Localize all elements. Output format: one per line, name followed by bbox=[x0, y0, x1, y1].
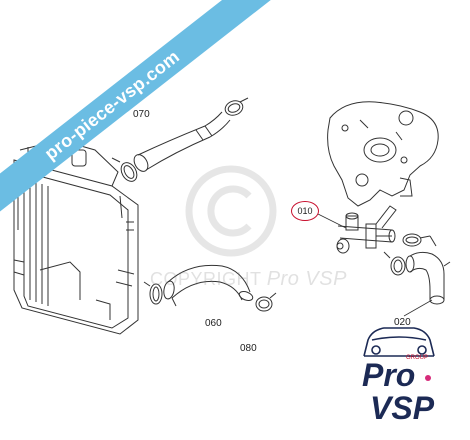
logo-word-vsp: VSP bbox=[370, 390, 435, 426]
part-label-060: 060 bbox=[205, 318, 222, 329]
clamp-pipe-upper bbox=[402, 233, 437, 247]
part-label-010-highlighted: 010 bbox=[291, 201, 319, 221]
logo-word-pro: Pro bbox=[362, 357, 416, 393]
clamp-080 bbox=[255, 292, 277, 312]
clamp-upper-left bbox=[111, 157, 138, 182]
part-label-080: 080 bbox=[240, 343, 257, 354]
copyright-watermark-icon bbox=[185, 165, 277, 257]
clamp-upper-right bbox=[224, 97, 249, 116]
clamp-lower-left bbox=[143, 281, 163, 305]
leader-line-020 bbox=[403, 299, 433, 317]
part-label-020: 020 bbox=[394, 317, 411, 328]
upper-hose-070 bbox=[133, 111, 231, 172]
water-pipe-010 bbox=[336, 205, 397, 254]
car-logo-icon bbox=[363, 327, 435, 357]
leader-line-010 bbox=[317, 213, 347, 229]
clamp-pipe-lower bbox=[383, 251, 406, 276]
engine-water-pump bbox=[327, 101, 439, 207]
lower-hose-060 bbox=[163, 264, 254, 307]
logo-accent-mark bbox=[425, 375, 431, 381]
part-label-070: 070 bbox=[133, 109, 150, 120]
copyright-brand: Pro VSP bbox=[266, 268, 347, 290]
elbow-hose-020 bbox=[405, 251, 451, 305]
logo-group-tag: GROUP bbox=[406, 355, 429, 361]
copyright-word: COPYRIGHT bbox=[150, 269, 262, 289]
copyright-watermark-text: COPYRIGHT Pro VSP bbox=[150, 268, 347, 291]
